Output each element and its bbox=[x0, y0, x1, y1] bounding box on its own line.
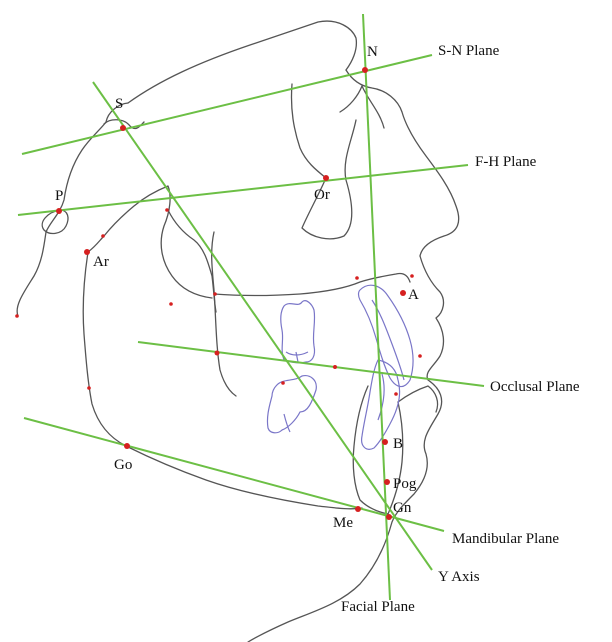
point-ar bbox=[84, 249, 90, 255]
point-s bbox=[120, 125, 126, 131]
marker-minor bbox=[165, 208, 169, 212]
landmark-points bbox=[15, 67, 422, 520]
porion-loop bbox=[41, 209, 69, 235]
y-axis-line bbox=[92, 81, 433, 571]
label-n: N bbox=[367, 44, 378, 60]
upper-molar bbox=[280, 300, 316, 364]
point-n bbox=[362, 67, 368, 73]
label-fh-plane: F-H Plane bbox=[475, 154, 537, 170]
label-ar: Ar bbox=[93, 254, 109, 270]
sn-plane-line bbox=[21, 54, 433, 155]
marker-minor bbox=[15, 314, 19, 318]
symphysis-contour bbox=[352, 385, 404, 515]
plane-labels: S-N Plane F-H Plane Occlusal Plane Mandi… bbox=[341, 43, 580, 615]
label-me: Me bbox=[333, 515, 353, 531]
point-a bbox=[400, 290, 406, 296]
cranial-contour bbox=[127, 20, 358, 104]
lower-molar bbox=[266, 375, 317, 434]
lower-lip-contour bbox=[397, 385, 439, 413]
label-facial-plane: Facial Plane bbox=[341, 599, 415, 615]
marker-minor bbox=[169, 302, 173, 306]
pterygoid-contour bbox=[211, 231, 237, 397]
landmark-labels: N S P Or Ar A B Go Pog Gn Me bbox=[55, 44, 419, 531]
marker-minor bbox=[214, 350, 220, 356]
palate-contour bbox=[213, 272, 411, 297]
condyle-contour bbox=[87, 185, 213, 299]
lower-molar-root bbox=[283, 413, 291, 433]
point-p bbox=[56, 208, 62, 214]
upper-molar-crown bbox=[285, 351, 309, 363]
lower-incisor-inner bbox=[377, 373, 385, 421]
marker-minor bbox=[101, 234, 105, 238]
point-b bbox=[382, 439, 388, 445]
marker-minor bbox=[333, 365, 337, 369]
marker-minor bbox=[213, 292, 217, 296]
mandibular-plane-line bbox=[23, 417, 445, 532]
label-go: Go bbox=[114, 457, 132, 473]
nose-lip-contour bbox=[247, 255, 445, 642]
teeth-outlines bbox=[266, 284, 414, 450]
label-or: Or bbox=[314, 187, 330, 203]
facial-plane-line bbox=[362, 13, 391, 601]
label-s: S bbox=[115, 96, 123, 112]
marker-minor bbox=[410, 274, 414, 278]
upper-incisor bbox=[357, 284, 414, 388]
marker-minor bbox=[87, 386, 91, 390]
label-a: A bbox=[408, 287, 419, 303]
marker-minor bbox=[281, 381, 285, 385]
frontal-nasal-contour bbox=[345, 69, 460, 257]
skull-tracing bbox=[16, 20, 460, 642]
label-pog: Pog bbox=[393, 476, 417, 492]
lower-incisor bbox=[361, 359, 401, 450]
point-or bbox=[323, 175, 329, 181]
occlusal-plane-line bbox=[137, 341, 485, 387]
point-me bbox=[355, 506, 361, 512]
fh-plane-line bbox=[17, 164, 469, 216]
label-p: P bbox=[55, 188, 63, 204]
point-pog bbox=[384, 479, 390, 485]
reference-planes bbox=[17, 13, 485, 601]
label-b: B bbox=[393, 436, 403, 452]
label-sn-plane: S-N Plane bbox=[438, 43, 500, 59]
marker-minor bbox=[394, 392, 398, 396]
label-y-axis: Y Axis bbox=[438, 569, 480, 585]
orbit-contour bbox=[290, 83, 357, 240]
marker-minor bbox=[418, 354, 422, 358]
label-occlusal-plane: Occlusal Plane bbox=[490, 379, 580, 395]
label-mandibular-plane: Mandibular Plane bbox=[452, 531, 559, 547]
marker-minor bbox=[355, 276, 359, 280]
label-gn: Gn bbox=[393, 500, 412, 516]
upper-incisor-inner bbox=[371, 299, 405, 381]
point-gn bbox=[386, 514, 392, 520]
frontal-sinus bbox=[339, 85, 385, 129]
point-go bbox=[124, 443, 130, 449]
